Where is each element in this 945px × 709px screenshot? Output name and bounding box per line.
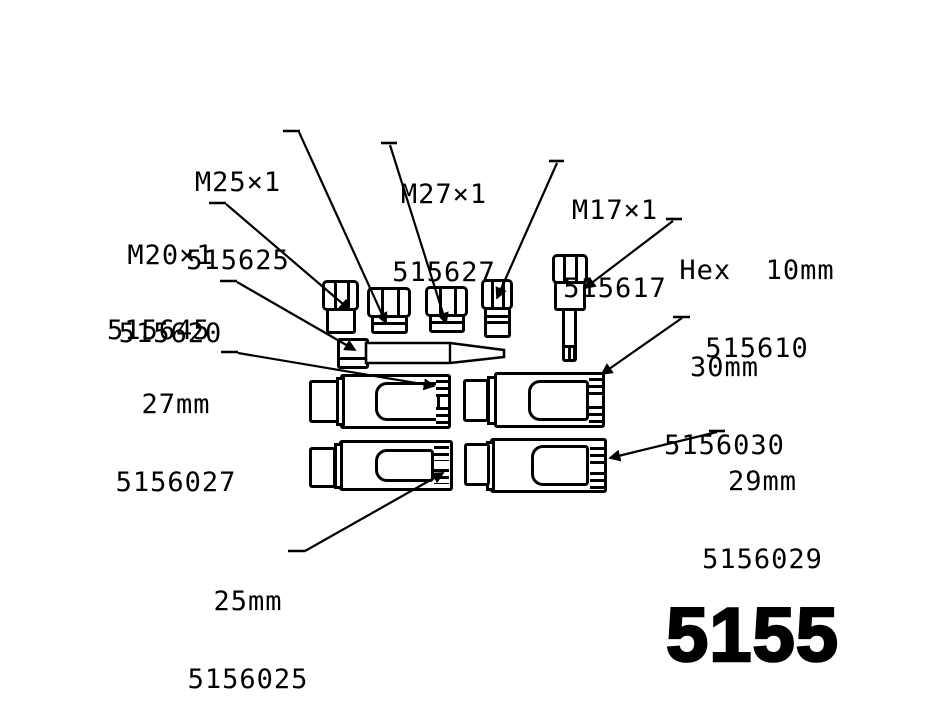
label-m27x1-part-number: 515627 bbox=[392, 257, 496, 288]
deep-socket-27mm-splines-bottom bbox=[436, 407, 448, 424]
deep-socket-29mm-window bbox=[531, 445, 589, 486]
label-m20x1-part-number: 515620 bbox=[118, 318, 223, 349]
label-25mm-part-number: 5156025 bbox=[187, 664, 309, 695]
label-27mm-size: 27mm bbox=[141, 389, 211, 420]
deep-socket-30mm-splines-bottom bbox=[589, 406, 602, 423]
label-29mm-part-number: 5156029 bbox=[702, 544, 823, 575]
label-25mm: 25mm 5156025 bbox=[178, 537, 318, 709]
small-socket-m20-head bbox=[322, 280, 359, 311]
deep-socket-29mm-splines-top bbox=[590, 447, 604, 464]
deep-socket-25mm-window bbox=[375, 449, 434, 482]
label-m25x1-size: M25×1 bbox=[194, 167, 282, 198]
label-25mm-size: 25mm bbox=[213, 586, 283, 617]
deep-socket-30mm-splines-top bbox=[589, 378, 602, 395]
label-m20x1-size: M20×1 bbox=[127, 240, 214, 271]
deep-socket-30mm-drive bbox=[463, 379, 489, 422]
label-29mm-size: 29mm bbox=[727, 466, 798, 497]
label-29mm: 29mm 5156029 bbox=[690, 417, 835, 625]
deep-socket-25mm-splines-top bbox=[434, 446, 449, 461]
deep-socket-30mm-window bbox=[528, 380, 589, 421]
label-hex-10mm-size: Hex 10mm bbox=[679, 255, 835, 286]
label-515645-part-number: 515645 bbox=[107, 315, 211, 346]
label-515645: 515645 bbox=[107, 266, 237, 396]
deep-socket-27mm-drive bbox=[309, 380, 339, 423]
label-27mm: 27mm 5156027 bbox=[106, 340, 246, 548]
mandrel-adapter bbox=[337, 338, 369, 369]
deep-socket-29mm-drive bbox=[464, 443, 490, 486]
label-m27x1: M27×1 515627 bbox=[374, 130, 514, 338]
label-m17x1-part-number: 515617 bbox=[563, 273, 667, 304]
deep-socket-25mm-drive bbox=[309, 447, 336, 488]
drawing-number: 5155 bbox=[665, 592, 840, 680]
label-27mm-part-number: 5156027 bbox=[115, 467, 237, 498]
hex-bit-tip bbox=[562, 345, 577, 362]
deep-socket-25mm-splines-bottom bbox=[434, 469, 449, 484]
small-socket-m17-collar bbox=[484, 307, 511, 338]
deep-socket-27mm-splines-top bbox=[436, 380, 448, 397]
mandrel-rod bbox=[364, 341, 506, 365]
small-socket-m20-collar bbox=[326, 308, 356, 334]
deep-socket-27mm-window bbox=[375, 382, 440, 421]
label-30mm-size: 30mm bbox=[689, 352, 760, 383]
label-m27x1-size: M27×1 bbox=[400, 179, 488, 210]
label-hex-10mm: Hex 10mm 515610 bbox=[672, 206, 842, 414]
deep-socket-29mm-splines-bottom bbox=[590, 472, 604, 489]
label-hex-10mm-part-number: 515610 bbox=[705, 333, 809, 364]
label-m17x1-size: M17×1 bbox=[571, 195, 659, 226]
label-m20x1: M20×1 515620 bbox=[98, 191, 243, 399]
